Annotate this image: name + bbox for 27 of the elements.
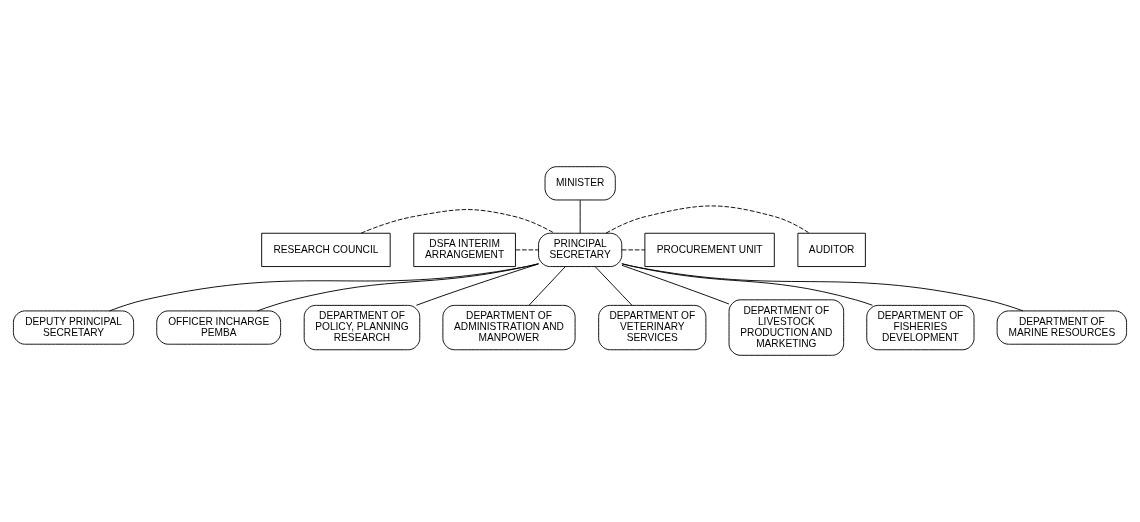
connector bbox=[415, 263, 539, 306]
connector bbox=[579, 199, 581, 234]
node-box: DEPARTMENT OF FISHERIES DEVELOPMENT bbox=[866, 304, 975, 351]
node-box: DEPARTMENT OF LIVESTOCK PRODUCTION AND MARKETING bbox=[728, 299, 845, 356]
connector bbox=[256, 263, 539, 312]
node-box: PROCUREMENT UNIT bbox=[644, 232, 775, 267]
node-box: DEPUTY PRINCIPAL SECRETARY bbox=[12, 310, 135, 345]
connector bbox=[595, 266, 633, 306]
connector bbox=[360, 209, 555, 234]
connector bbox=[621, 263, 873, 306]
connector bbox=[621, 264, 730, 305]
node-box: OFFICER INCHARGE PEMBA bbox=[156, 310, 282, 345]
connector bbox=[605, 205, 810, 234]
node-box: DEPARTMENT OF VETERINARY SERVICES bbox=[598, 304, 707, 351]
node-box: MINISTER bbox=[544, 166, 616, 201]
node-box: PRINCIPAL SECRETARY bbox=[538, 232, 623, 267]
connector bbox=[528, 266, 566, 306]
node-box: DEPARTMENT OF MARINE RESOURCES bbox=[996, 310, 1128, 345]
connector bbox=[515, 249, 540, 251]
connector bbox=[109, 263, 539, 312]
connector bbox=[621, 263, 1024, 312]
node-box: AUDITOR bbox=[797, 232, 866, 267]
connector bbox=[621, 249, 646, 251]
node-box: DEPARTMENT OF POLICY, PLANNING RESEARCH bbox=[303, 304, 421, 351]
node-box: RESEARCH COUNCIL bbox=[261, 232, 391, 267]
node-box: DSFA INTERIM ARRANGEMENT bbox=[413, 232, 516, 267]
node-box: DEPARTMENT OF ADMINISTRATION AND MANPOWER bbox=[442, 304, 576, 351]
